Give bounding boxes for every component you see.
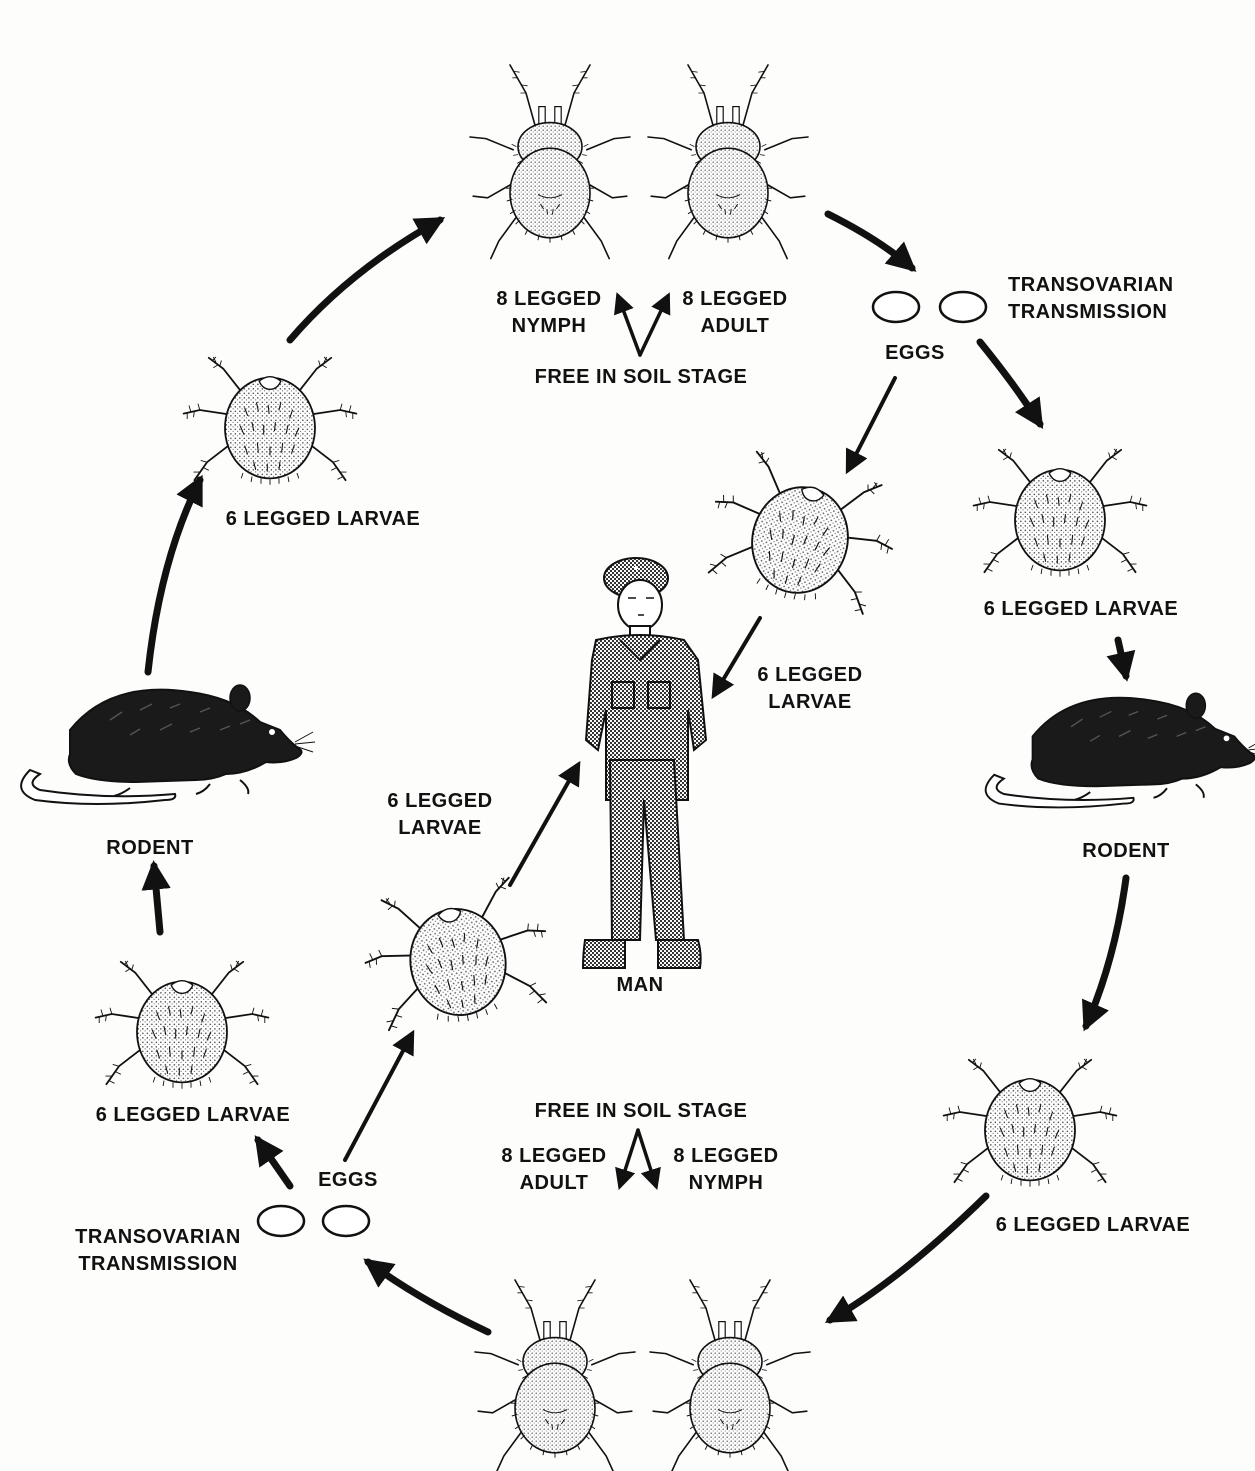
- label-larvae-near-man-right-line2: LARVAE: [740, 689, 880, 716]
- label-top-nymph-line1: 8 LEGGED: [484, 286, 614, 313]
- label-man: MAN: [600, 972, 680, 999]
- arrow-eggs-to-larvae-right: [980, 342, 1040, 424]
- larva-right-upper: [974, 449, 1147, 577]
- label-larvae-upper-left: 6 LEGGED LARVAE: [200, 506, 446, 533]
- larva-lower-left: [96, 961, 269, 1089]
- larva-near-man-right: [696, 444, 907, 622]
- label-larvae-near-man-right-line1: 6 LEGGED: [740, 662, 880, 689]
- label-bottom-transovarian: TRANSOVARIAN TRANSMISSION: [58, 1224, 258, 1278]
- egg-top-1: [873, 292, 919, 322]
- adult-bottom: [475, 1280, 635, 1471]
- egg-top-2: [940, 292, 986, 322]
- arrow-eggs-to-larvae-near-man: [345, 1034, 412, 1160]
- arrow-free-to-nymph-top: [618, 296, 640, 355]
- label-larvae-near-man-right: 6 LEGGED LARVAE: [740, 662, 880, 716]
- egg-bottom-1: [258, 1206, 304, 1236]
- arrow-adult-to-eggs: [828, 214, 912, 268]
- label-bottom-adult-line2: ADULT: [488, 1170, 620, 1197]
- label-rodent-left: RODENT: [90, 835, 210, 862]
- label-bottom-nymph-line1: 8 LEGGED: [660, 1143, 792, 1170]
- label-top-adult-line1: 8 LEGGED: [670, 286, 800, 313]
- rodent-left-image: [21, 685, 315, 804]
- arrow-free-to-nymph-bottom: [638, 1130, 656, 1186]
- label-top-adult-line2: ADULT: [670, 313, 800, 340]
- label-top-transovarian-line2: TRANSMISSION: [1008, 299, 1174, 326]
- label-bottom-adult: 8 LEGGED ADULT: [488, 1143, 620, 1197]
- adult-top: [648, 65, 808, 259]
- arrow-larvae-to-rodent-right: [1118, 640, 1126, 676]
- label-top-transovarian-line1: TRANSOVARIAN: [1008, 272, 1174, 299]
- label-bottom-transovarian-line1: TRANSOVARIAN: [58, 1224, 258, 1251]
- label-bottom-adult-line1: 8 LEGGED: [488, 1143, 620, 1170]
- arrow-rodent-to-larvae-left: [148, 480, 200, 672]
- label-top-nymph: 8 LEGGED NYMPH: [484, 286, 614, 340]
- arrow-rodent-to-larvae-right: [1086, 878, 1126, 1026]
- nymph-bottom: [650, 1280, 810, 1471]
- label-bottom-nymph: 8 LEGGED NYMPH: [660, 1143, 792, 1197]
- arrow-eggs-to-larvae-left: [258, 1140, 290, 1186]
- larva-lower-right: [944, 1059, 1117, 1187]
- label-larvae-lower-right: 6 LEGGED LARVAE: [970, 1212, 1216, 1239]
- label-top-adult: 8 LEGGED ADULT: [670, 286, 800, 340]
- arrow-larvae-to-rodent-left: [154, 866, 160, 932]
- larva-near-man-left: [355, 872, 558, 1037]
- label-rodent-right: RODENT: [1066, 838, 1186, 865]
- label-larvae-right-upper: 6 LEGGED LARVAE: [958, 596, 1204, 623]
- label-larvae-near-man-left: 6 LEGGED LARVAE: [380, 788, 500, 842]
- label-bottom-nymph-line2: NYMPH: [660, 1170, 792, 1197]
- label-top-free-in-soil: FREE IN SOIL STAGE: [510, 364, 772, 391]
- arrow-eggs-to-larvae-center: [848, 378, 895, 470]
- larva-upper-left: [184, 357, 357, 485]
- label-bottom-transovarian-line2: TRANSMISSION: [58, 1251, 258, 1278]
- arrow-free-to-adult-bottom: [620, 1130, 638, 1186]
- label-bottom-eggs: EGGS: [303, 1167, 393, 1194]
- nymph-top: [470, 65, 630, 259]
- label-top-eggs: EGGS: [870, 340, 960, 367]
- arrow-larvae-to-nymph-bottom: [830, 1196, 986, 1320]
- egg-bottom-2: [323, 1206, 369, 1236]
- label-larvae-near-man-left-line2: LARVAE: [380, 815, 500, 842]
- arrow-larvae-to-man-left: [510, 765, 578, 885]
- arrow-free-to-adult-top: [640, 296, 668, 355]
- man-figure: [583, 558, 706, 968]
- arrow-larvae-to-nymph: [290, 220, 440, 340]
- label-top-transovarian: TRANSOVARIAN TRANSMISSION: [1008, 272, 1174, 326]
- label-bottom-free-in-soil: FREE IN SOIL STAGE: [510, 1098, 772, 1125]
- label-larvae-lower-left: 6 LEGGED LARVAE: [70, 1102, 316, 1129]
- label-top-nymph-line2: NYMPH: [484, 313, 614, 340]
- label-larvae-near-man-left-line1: 6 LEGGED: [380, 788, 500, 815]
- rodent-right-image: [986, 693, 1255, 807]
- arrow-adult-to-eggs-bottom: [368, 1262, 488, 1332]
